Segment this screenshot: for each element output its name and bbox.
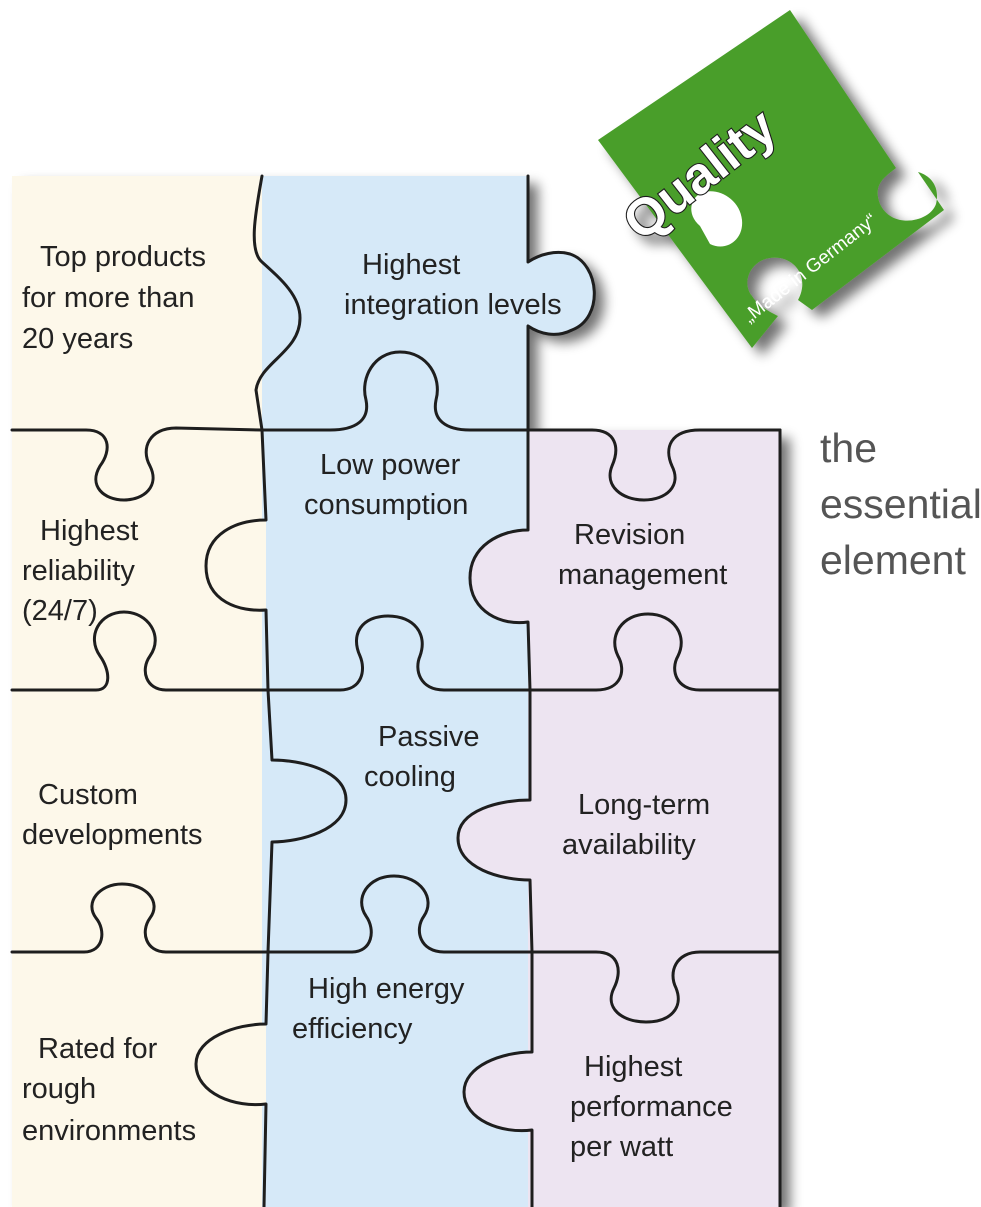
piece-performance-line-2: performance — [570, 1091, 733, 1123]
piece-performance-line-1: Highest — [584, 1051, 682, 1083]
piece-top-products-line-3: 20 years — [22, 323, 133, 355]
piece-custom-line-1: Custom — [38, 779, 138, 811]
piece-reliability-line-1: Highest — [40, 515, 138, 547]
lavender-tab-2 — [458, 800, 530, 880]
blue-tab — [272, 760, 346, 842]
seam-horizontal-1 — [10, 350, 782, 502]
svg-text:20 years: 20 years — [22, 323, 133, 355]
piece-top-products-line-1: Top products — [40, 241, 206, 273]
piece-passive-line-2: cooling — [364, 761, 456, 793]
svg-text:Passive: Passive — [378, 721, 480, 753]
piece-top-products: Top products for more than 20 years — [22, 241, 206, 355]
svg-text:Highest: Highest — [584, 1051, 682, 1083]
piece-performance: Highest performance per watt — [570, 1051, 733, 1163]
tagline-line-3: element — [820, 537, 966, 583]
piece-rough-line-3: environments — [22, 1115, 196, 1147]
svg-text:management: management — [558, 559, 727, 591]
quality-badge-piece — [598, 10, 944, 348]
svg-text:Highest: Highest — [40, 515, 138, 547]
piece-reliability: Highest reliability (24/7) — [22, 515, 138, 627]
piece-revision-line-1: Revision — [574, 519, 685, 551]
seam-horizontal-2 — [10, 610, 782, 692]
svg-text:cooling: cooling — [364, 761, 456, 793]
piece-low-power-line-2: consumption — [304, 489, 468, 521]
piece-custom: Custom developments — [22, 779, 203, 851]
svg-text:Top products: Top products — [40, 241, 206, 273]
svg-text:Highest: Highest — [362, 249, 460, 281]
svg-text:Custom: Custom — [38, 779, 138, 811]
piece-low-power: Low power consumption — [304, 449, 468, 521]
piece-integration: Highest integration levels — [344, 249, 562, 321]
svg-text:essential: essential — [820, 481, 981, 527]
tagline-line-1: the — [820, 425, 877, 471]
cream-tab — [206, 520, 266, 611]
piece-revision-line-2: management — [558, 559, 727, 591]
svg-text:rough: rough — [22, 1073, 96, 1105]
svg-text:efficiency: efficiency — [292, 1013, 413, 1045]
svg-text:per watt: per watt — [570, 1131, 673, 1163]
piece-revision: Revision management — [558, 519, 727, 591]
piece-integration-line-2: integration levels — [344, 289, 562, 321]
tagline: the essential element — [820, 425, 981, 583]
svg-text:availability: availability — [562, 829, 696, 861]
tagline-line-2: essential — [820, 481, 981, 527]
piece-passive-line-1: Passive — [378, 721, 480, 753]
piece-rough-line-2: rough — [22, 1073, 96, 1105]
svg-text:environments: environments — [22, 1115, 196, 1147]
svg-text:High energy: High energy — [308, 973, 465, 1005]
piece-reliability-line-2: reliability — [22, 555, 135, 587]
lavender-column — [528, 430, 780, 1207]
piece-performance-line-3: per watt — [570, 1131, 673, 1163]
svg-text:(24/7): (24/7) — [22, 595, 98, 627]
piece-long-term: Long-term availability — [562, 789, 710, 861]
svg-text:Revision: Revision — [574, 519, 685, 551]
piece-passive: Passive cooling — [364, 721, 480, 793]
svg-text:the: the — [820, 425, 877, 471]
puzzle-seams — [10, 174, 782, 1207]
cream-tab-2 — [196, 1024, 266, 1105]
puzzle-background — [12, 176, 780, 1207]
svg-text:Rated for: Rated for — [38, 1033, 158, 1065]
blue-column — [262, 176, 595, 1207]
svg-text:consumption: consumption — [304, 489, 468, 521]
piece-rough-line-1: Rated for — [38, 1033, 158, 1065]
svg-text:developments: developments — [22, 819, 203, 851]
seam-vertical-left — [194, 174, 348, 1207]
svg-text:element: element — [820, 537, 966, 583]
svg-text:Long-term: Long-term — [578, 789, 710, 821]
piece-energy: High energy efficiency — [292, 973, 465, 1045]
piece-rough: Rated for rough environments — [22, 1033, 196, 1147]
piece-energy-line-1: High energy — [308, 973, 465, 1005]
svg-text:Low power: Low power — [320, 449, 461, 481]
piece-long-term-line-2: availability — [562, 829, 696, 861]
piece-integration-line-1: Highest — [362, 249, 460, 281]
lavender-tab-3 — [464, 1052, 532, 1131]
svg-text:integration levels: integration levels — [344, 289, 562, 321]
svg-text:performance: performance — [570, 1091, 733, 1123]
lavender-tab — [470, 530, 528, 623]
piece-reliability-line-3: (24/7) — [22, 595, 98, 627]
quality-badge: Quality „Made in Germany“ — [598, 10, 944, 348]
svg-text:reliability: reliability — [22, 555, 135, 587]
quality-badge-notch — [691, 191, 743, 247]
seam-horizontal-3 — [10, 874, 782, 1024]
svg-text:for more than: for more than — [22, 282, 194, 314]
piece-custom-line-2: developments — [22, 819, 203, 851]
piece-low-power-line-1: Low power — [320, 449, 461, 481]
piece-long-term-line-1: Long-term — [578, 789, 710, 821]
seam-vertical-right — [456, 174, 596, 1207]
piece-energy-line-2: efficiency — [292, 1013, 413, 1045]
piece-top-products-line-2: for more than — [22, 282, 194, 314]
